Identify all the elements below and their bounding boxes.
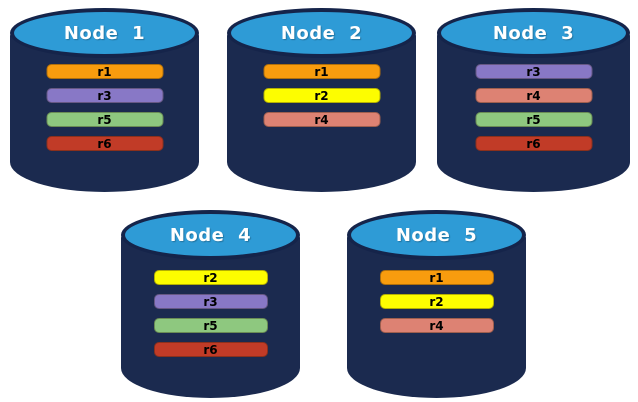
replica-bar: r2	[379, 294, 494, 309]
cylinder-top-ellipse: Node 3	[437, 8, 630, 58]
replica-bar: r6	[46, 136, 163, 151]
node-title: Node 5	[395, 224, 478, 246]
replica-bar: r5	[153, 318, 268, 333]
cylinder-top-ellipse: Node 4	[121, 210, 300, 260]
database-node: Node 4 r2 r3 r5 r6	[121, 210, 300, 398]
replica-bar: r3	[46, 88, 163, 103]
replica-bar: r4	[379, 318, 494, 333]
cylinder-top-ellipse: Node 2	[227, 8, 416, 58]
replica-bar: r6	[475, 136, 592, 151]
replica-list: r1 r2 r4	[263, 64, 380, 127]
database-node: Node 3 r3 r4 r5 r6	[437, 8, 630, 192]
replica-bar: r1	[46, 64, 163, 79]
node-title: Node 3	[492, 22, 575, 44]
replica-bar: r3	[475, 64, 592, 79]
replica-bar: r5	[46, 112, 163, 127]
replica-bar: r6	[153, 342, 268, 357]
database-node: Node 1 r1 r3 r5 r6	[10, 8, 199, 192]
node-title: Node 1	[63, 22, 146, 44]
replica-bar: r3	[153, 294, 268, 309]
cylinder-body	[347, 235, 526, 398]
cylinder-top-ellipse: Node 1	[10, 8, 199, 58]
replica-list: r2 r3 r5 r6	[153, 270, 268, 357]
replica-bar: r5	[475, 112, 592, 127]
cylinder-top-ellipse: Node 5	[347, 210, 526, 260]
cylinder-body	[121, 235, 300, 398]
replica-bar: r2	[263, 88, 380, 103]
replica-bar: r2	[153, 270, 268, 285]
replica-bar: r1	[379, 270, 494, 285]
node-title: Node 4	[169, 224, 252, 246]
node-title: Node 2	[280, 22, 363, 44]
replica-list: r1 r3 r5 r6	[46, 64, 163, 151]
replica-list: r1 r2 r4	[379, 270, 494, 333]
database-node: Node 5 r1 r2 r4	[347, 210, 526, 398]
database-node: Node 2 r1 r2 r4	[227, 8, 416, 192]
replica-list: r3 r4 r5 r6	[475, 64, 592, 151]
replica-bar: r1	[263, 64, 380, 79]
replica-bar: r4	[263, 112, 380, 127]
replica-bar: r4	[475, 88, 592, 103]
